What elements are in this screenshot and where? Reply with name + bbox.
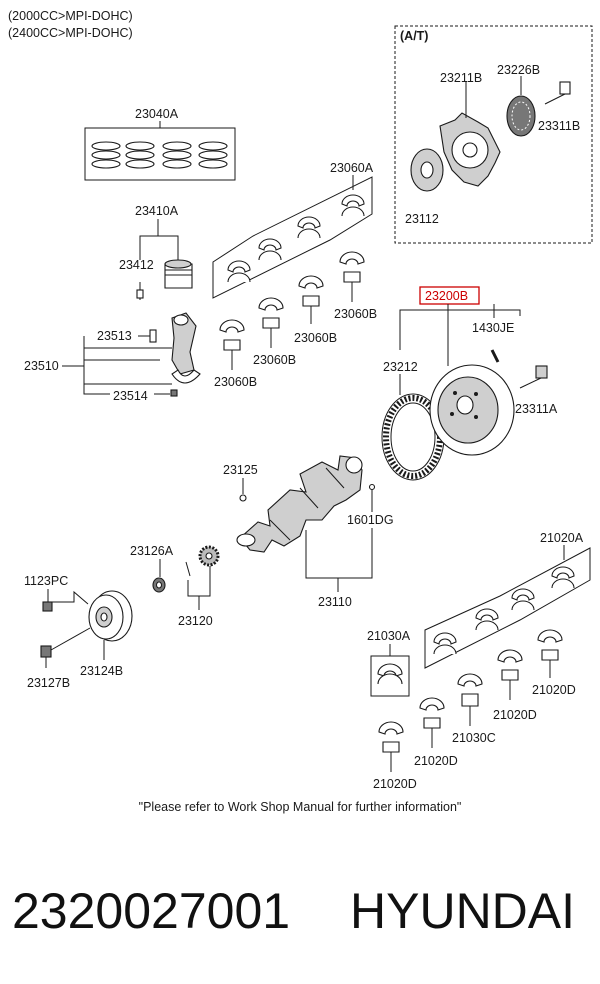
bearing-half-23060b-a <box>339 251 365 283</box>
label-23226b[interactable]: 23226B <box>497 63 540 77</box>
label-1123pc[interactable]: 1123PC <box>24 574 68 588</box>
bearing-half-23060b-b <box>298 275 324 307</box>
crank-pulley-23124b <box>88 590 133 642</box>
label-23060b-2[interactable]: 23060B <box>294 331 337 345</box>
label-23514[interactable]: 23514 <box>113 389 148 403</box>
highlight-box-23200b[interactable] <box>419 286 480 305</box>
piston-23410a <box>164 259 193 289</box>
label-21030c[interactable]: 21030C <box>452 731 496 745</box>
pulley-bolt-1123pc <box>42 589 53 612</box>
label-21020d-2[interactable]: 21020D <box>493 708 537 722</box>
dowel-pin-1430je <box>490 349 500 363</box>
brand-name: HYUNDAI <box>350 883 575 939</box>
bolt-23311b <box>544 81 571 105</box>
bearing-half-23060b-d <box>219 319 245 351</box>
bearing-set-21020a <box>433 566 575 655</box>
piston-pin-23412 <box>136 282 144 300</box>
label-1601dg[interactable]: 1601DG <box>347 513 394 527</box>
connecting-rod-23510 <box>171 312 201 384</box>
bearing-half-21020d-a <box>537 629 563 661</box>
label-21020d-1[interactable]: 21020D <box>532 683 576 697</box>
at-group-box <box>394 25 593 244</box>
label-23060a[interactable]: 23060A <box>330 161 374 175</box>
label-23060b-4[interactable]: 23060B <box>214 375 257 389</box>
bearing-set-23060a <box>227 194 365 283</box>
label-23120[interactable]: 23120 <box>178 614 213 628</box>
label-23125[interactable]: 23125 <box>223 463 258 477</box>
at-box-label: (A/T) <box>400 29 428 43</box>
flywheel-23200b <box>429 364 515 456</box>
thrust-bearing-21030a <box>377 663 403 685</box>
bearing-tray-23060a <box>212 176 373 299</box>
bracket-23510 <box>83 336 110 395</box>
thrust-bearing-21030c <box>457 673 483 707</box>
label-23060b-1[interactable]: 23060B <box>334 307 377 321</box>
bracket-23110 <box>305 528 373 579</box>
label-23410a[interactable]: 23410A <box>135 204 179 218</box>
crank-sprocket-23120 <box>185 545 220 577</box>
bearing-half-23060b-c <box>258 297 284 329</box>
label-1430je[interactable]: 1430JE <box>472 321 514 335</box>
pilot-bushing-1601dg <box>368 483 376 491</box>
bearing-half-21020d-b <box>497 649 523 681</box>
rod-bolt-23513 <box>149 329 157 343</box>
thrust-tray-21030a <box>370 655 410 697</box>
label-23110[interactable]: 23110 <box>318 595 352 609</box>
label-23200b[interactable]: 23200B <box>425 289 468 303</box>
label-23412[interactable]: 23412 <box>119 258 154 272</box>
bearing-half-21020d-d <box>378 721 404 753</box>
key-23125 <box>239 494 247 502</box>
label-23212[interactable]: 23212 <box>383 360 418 374</box>
workshop-manual-note: "Please refer to Work Shop Manual for fu… <box>139 800 462 814</box>
label-21020a[interactable]: 21020A <box>540 531 584 545</box>
pulley-washer-23127b <box>40 627 91 668</box>
bearing-tray-21020a <box>424 547 591 669</box>
label-23311b[interactable]: 23311B <box>538 119 580 133</box>
label-21020d-3[interactable]: 21020D <box>414 754 458 768</box>
leader-23410a <box>139 235 179 262</box>
label-23311a[interactable]: 23311A <box>515 402 558 416</box>
bracket-23120 <box>187 566 211 597</box>
label-23112[interactable]: 23112 <box>405 212 439 226</box>
rod-nut-23514 <box>170 389 178 397</box>
part-number: 2320027001 <box>12 883 290 939</box>
engine-spec-line-1: (2000CC>MPI-DOHC) <box>8 9 133 23</box>
label-23040a[interactable]: 23040A <box>135 107 179 121</box>
drive-plate-adapter-23211b <box>439 112 501 187</box>
label-23211b[interactable]: 23211B <box>440 71 482 85</box>
engine-spec-line-2: (2400CC>MPI-DOHC) <box>8 26 133 40</box>
crankshaft-23110 <box>236 455 363 553</box>
label-23126a[interactable]: 23126A <box>130 544 174 558</box>
label-21030a[interactable]: 21030A <box>367 629 411 643</box>
piston-ring-set-23040a <box>91 141 228 169</box>
spacer-23126a <box>152 577 166 593</box>
bearing-half-21020d-c <box>419 697 445 729</box>
label-23513[interactable]: 23513 <box>97 329 132 343</box>
bolt-23311a <box>519 365 548 389</box>
leader-23200b <box>399 309 521 350</box>
label-23060b-3[interactable]: 23060B <box>253 353 296 367</box>
label-23124b[interactable]: 23124B <box>80 664 123 678</box>
label-23510[interactable]: 23510 <box>24 359 59 373</box>
spacer-plate-23226b <box>506 95 536 137</box>
label-21020d-4[interactable]: 21020D <box>373 777 417 791</box>
label-23127b[interactable]: 23127B <box>27 676 70 690</box>
drive-plate-23112 <box>410 148 444 192</box>
